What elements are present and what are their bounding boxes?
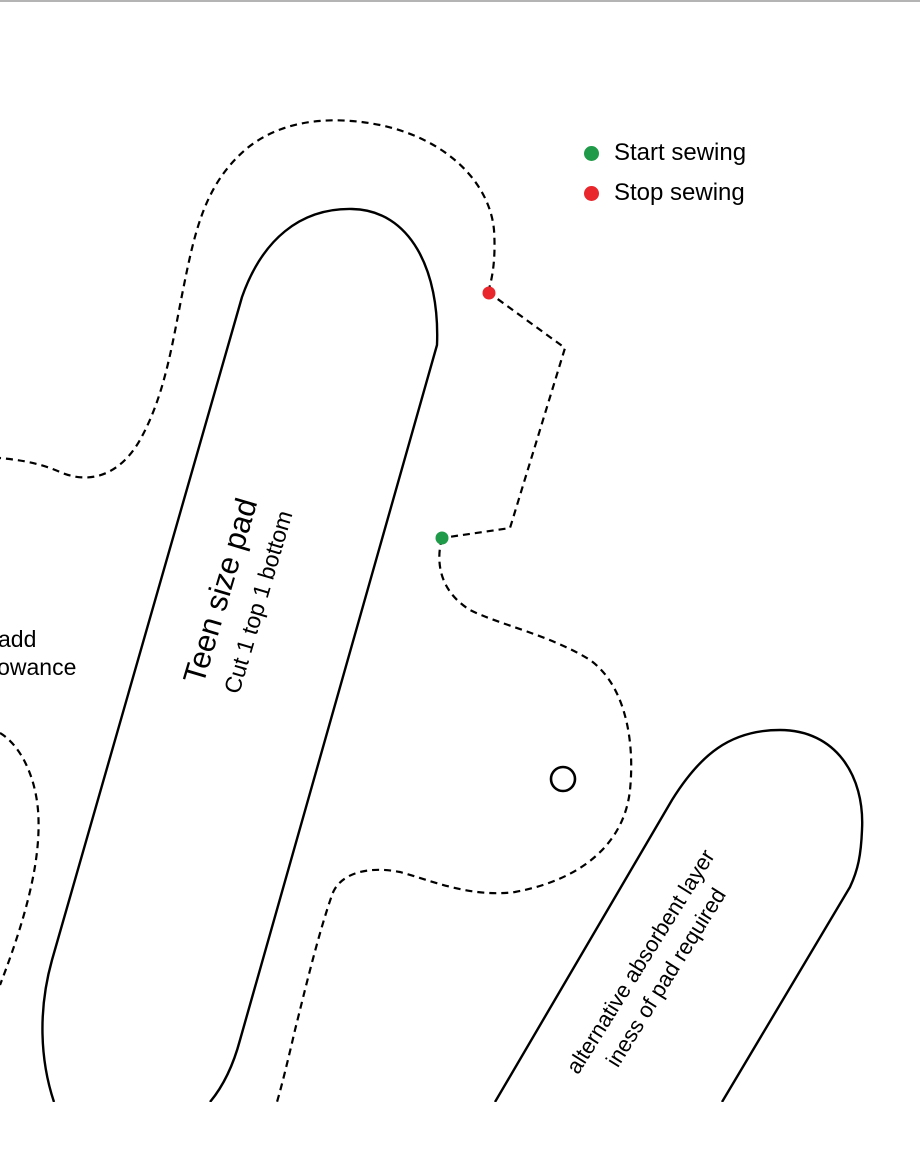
seam-note-text1: add [0,626,37,652]
legend: Start sewing Stop sewing [584,138,746,218]
absorbent-layer-outline [493,728,864,1102]
seam-note-line2: lowance [0,656,76,679]
placement-circle [549,765,577,793]
seam-allowance-lower [275,537,633,1102]
start-sewing-marker [435,531,449,545]
legend-label-stop: Stop sewing [614,179,745,206]
pad-outline [41,207,439,1102]
green-dot-icon [584,145,599,161]
seam-allowance-notch [441,291,567,540]
seam-note-line1: add [0,628,36,651]
stop-sewing-marker [482,286,496,300]
seam-note-text2: lowance [0,654,77,680]
legend-label-start: Start sewing [614,139,747,166]
pattern-drawing [0,119,864,1102]
seam-allowance-outline [0,119,496,479]
seam-allowance-left [0,732,40,986]
legend-item-start: Start sewing [584,138,746,168]
red-dot-icon [584,185,599,201]
top-border [0,0,920,2]
legend-item-stop: Stop sewing [584,178,746,208]
